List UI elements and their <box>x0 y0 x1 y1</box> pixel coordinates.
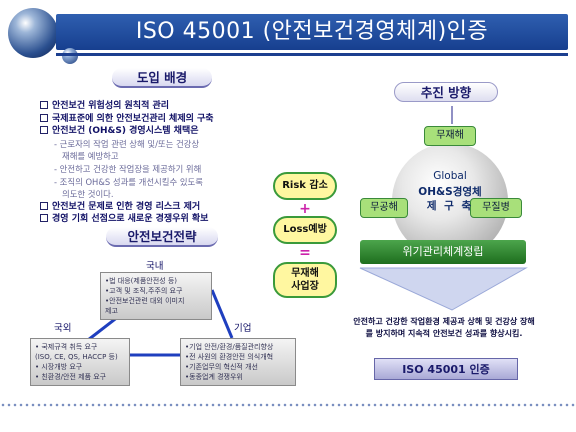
connector-line <box>210 289 234 339</box>
small-globe-icon <box>62 48 78 64</box>
outcome-description: 안전하고 건강한 작업환경 제공과 상해 및 건강상 장해를 방지하며 지속적 … <box>353 317 535 338</box>
risk-management-banner: 위기관리체계정립 <box>360 240 526 264</box>
list-item: 제고 <box>105 307 118 315</box>
checkbox-icon <box>40 113 48 122</box>
list-item: 재해를 예방하고 <box>62 151 119 162</box>
loss-prevention-pill: Loss예방 <box>273 216 337 244</box>
list-item: 안전보건 (OH&S) 경영시스템 채택은 <box>40 125 278 138</box>
list-item: •법 대응(제품안전성 등) <box>105 277 178 285</box>
list-item: •기업 안전/환경/품질관리향상 <box>185 343 274 351</box>
overseas-label: 국외 <box>54 323 72 334</box>
company-label: 기업 <box>234 323 252 334</box>
globe-text-line2: OH&S경영체 <box>418 186 482 198</box>
list-item: (ISO, CE, QS, HACCP 등) <box>35 353 118 361</box>
domestic-requirements-box: •법 대응(제품안전성 등) •고객 및 조직,주주의 요구 •안전보건관련 대… <box>100 272 212 320</box>
zero-accident-pill: 무재해 사업장 <box>273 262 337 298</box>
checkbox-icon <box>40 201 48 210</box>
list-item: • 국제규격 취득 요구 <box>35 343 98 351</box>
equals-icon: = <box>299 245 311 261</box>
checkbox-icon <box>40 214 48 223</box>
list-item: - 조직의 OH&S 성과를 개선시킬수 있도록 <box>54 176 203 187</box>
list-item: •고객 및 조직,주주의 요구 <box>105 287 183 295</box>
intro-bullet-list: 안전보건 위험성의 원칙적 관리 국제표준에 의한 안전보건관리 체제의 구축 … <box>40 100 278 226</box>
page-title: ISO 45001 (안전보건경영체계)인증 <box>135 19 489 44</box>
strategy-heading: 안전보건전략 <box>106 227 218 247</box>
checkbox-icon <box>40 101 48 109</box>
list-item: 국제표준에 의한 안전보건관리 체제의 구축 <box>40 113 278 126</box>
list-item: - 안전하고 건강한 작업장을 제공하기 위해 <box>54 163 202 174</box>
company-requirements-box: •기업 안전/환경/품질관리향상 •전 사원의 환경안전 의식개혁 •기존업무의… <box>180 338 296 386</box>
iso-certification-box: ISO 45001 인증 <box>374 358 518 380</box>
list-item: 의도한 것이다. <box>62 189 114 200</box>
down-arrow-icon <box>359 267 528 311</box>
overseas-requirements-box: • 국제규격 취득 요구 (ISO, CE, QS, HACCP 등) • 시장… <box>30 338 130 386</box>
list-item: 안전보건 문제로 인한 경영 리스크 제거 <box>40 201 278 214</box>
list-item: - 근로자의 작업 관련 상해 및/또는 건강상 <box>54 138 200 149</box>
list-item: 안전보건 위험성의 원칙적 관리 <box>40 100 278 113</box>
globe-text-line1: Global <box>433 170 467 182</box>
list-item: •기존업무의 혁신적 개선 <box>185 363 258 371</box>
direction-heading: 추진 방향 <box>394 82 498 102</box>
list-item: 경영 기회 선점으로 새로운 경쟁우위 확보 <box>40 213 278 226</box>
domestic-label: 국내 <box>146 261 164 272</box>
globe-logo-icon <box>8 8 58 58</box>
zero-pollution-badge: 무공해 <box>360 198 408 218</box>
list-item: •전 사원의 환경안전 의식개혁 <box>185 353 274 361</box>
zero-disease-badge: 무질병 <box>470 198 522 218</box>
title-bar: ISO 45001 (안전보건경영체계)인증 <box>56 14 568 50</box>
list-item: • 시장개방 요구 <box>35 363 83 371</box>
zero-accident-badge: 무재해 <box>424 126 476 146</box>
globe-text-line3: 제 구 축 <box>426 200 474 212</box>
list-item: •안전보건관련 대외 이미지 <box>105 297 185 305</box>
checkbox-icon <box>40 126 48 135</box>
title-underline <box>56 53 568 56</box>
list-item: •동종업계 경쟁우위 <box>185 373 243 381</box>
footer-divider <box>0 402 576 408</box>
plus-icon: + <box>299 201 311 217</box>
list-item: • 친환경/안전 제품 요구 <box>35 373 107 381</box>
risk-reduction-pill: Risk 감소 <box>273 172 337 200</box>
intro-heading: 도입 배경 <box>112 68 212 88</box>
